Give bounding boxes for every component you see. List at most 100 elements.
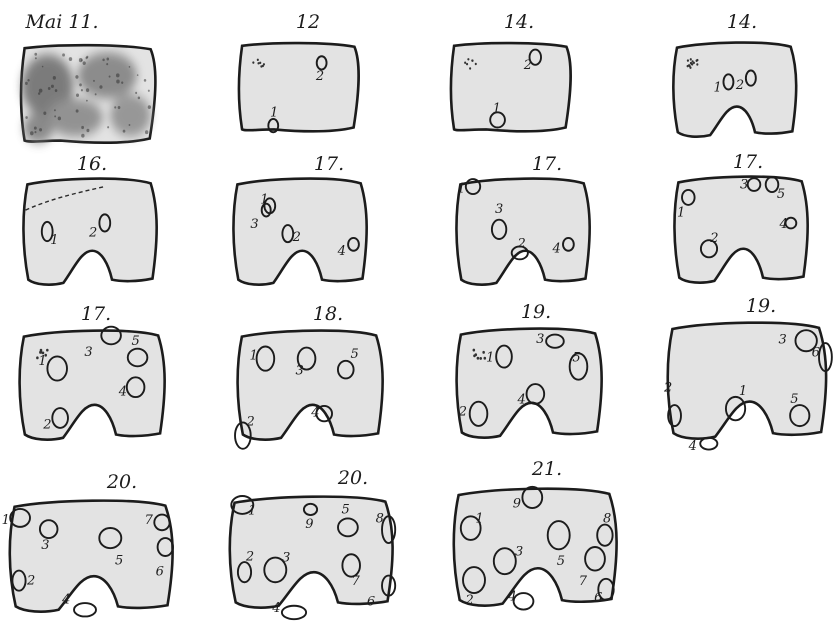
spot-label: 2 <box>663 381 672 396</box>
spot-label: 1 <box>270 105 278 120</box>
spot-label: 3 <box>740 178 748 193</box>
spot-label: 2 <box>523 58 532 73</box>
dot-mark <box>252 61 254 63</box>
spot-4 <box>74 603 96 616</box>
spot-label: 3 <box>41 538 49 553</box>
spot-label: 2 <box>464 593 473 608</box>
spot-label: 7 <box>351 574 360 589</box>
dot-mark <box>473 354 476 357</box>
spot-label: 2 <box>245 549 254 564</box>
spot-label: 1 <box>739 384 747 399</box>
panel-title: 14. <box>504 11 534 33</box>
panel-title: 20. <box>337 467 368 489</box>
panel-title: 20. <box>106 471 137 493</box>
spot-label: 1 <box>2 513 10 528</box>
spot-label: 5 <box>790 392 798 407</box>
panel-title: 17. <box>81 303 111 325</box>
spot-4 <box>700 438 717 450</box>
panel-title: 19. <box>746 295 776 317</box>
panel-9: 17.13542 <box>20 303 165 440</box>
dot-mark <box>687 65 689 67</box>
spot-label: 5 <box>115 553 123 568</box>
panel-title: 21. <box>531 458 562 480</box>
dot-mark <box>467 58 469 60</box>
dot-mark <box>696 63 698 65</box>
spot-label: 4 <box>271 601 280 616</box>
panel-title: 18. <box>313 303 343 325</box>
dot-mark <box>257 59 259 61</box>
spot-label: 3 <box>296 364 304 379</box>
panel-12: 19.362154 <box>663 295 832 454</box>
dot-mark <box>466 63 468 65</box>
spot-label: 5 <box>557 554 565 569</box>
panel-title: 17. <box>733 151 763 173</box>
spot-label: 4 <box>507 590 516 605</box>
spot-label: 1 <box>249 348 257 363</box>
spot-label: 6 <box>156 565 164 580</box>
spot-label: 2 <box>26 574 35 589</box>
panel-1: Mai 11. <box>21 11 155 143</box>
panel-title: 14. <box>727 11 757 33</box>
spot-label: 1 <box>50 233 58 248</box>
spot-label: 1 <box>714 81 722 96</box>
leaf-outline <box>238 331 383 440</box>
leaf-outline <box>451 43 571 131</box>
spot-label: 5 <box>131 334 139 349</box>
dot-mark <box>696 59 698 61</box>
spot-label: 3 <box>250 217 258 232</box>
leaf-outline <box>668 323 826 439</box>
dot-mark <box>482 351 485 354</box>
spot-label: 3 <box>536 332 544 347</box>
spot-label: 2 <box>735 78 744 93</box>
leaf-outline <box>239 43 359 131</box>
spot-label: 9 <box>305 517 313 532</box>
spot-label: 4 <box>337 244 346 259</box>
panel-6: 17. 13 2 4 <box>233 153 366 285</box>
spot-label: 1 <box>677 205 685 220</box>
spot-label: 4 <box>779 217 788 232</box>
spot-label: 1 <box>38 354 46 369</box>
spot-label: 3 <box>495 202 503 217</box>
panel-title: 16. <box>77 153 107 175</box>
dot-mark <box>477 357 480 360</box>
spot-label: 6 <box>367 594 375 609</box>
panel-5: 16.12 <box>23 153 156 285</box>
spot-label: 1 <box>493 102 501 117</box>
panel-title: 17. <box>314 153 344 175</box>
spot-label: 2 <box>246 414 255 429</box>
dot-mark <box>262 65 264 67</box>
spot-label: 2 <box>709 231 718 246</box>
spot-label: 3 <box>515 545 523 560</box>
spot-label: 4 <box>61 593 70 608</box>
spot-label: 9 <box>513 496 521 511</box>
dot-mark <box>46 349 49 352</box>
spot-label: 6 <box>594 591 602 606</box>
spot-label: 3 <box>282 551 290 566</box>
spot-label: 7 <box>579 574 588 589</box>
dot-mark <box>691 60 693 62</box>
spot-label: 2 <box>88 226 97 241</box>
spot-label: 5 <box>342 502 350 517</box>
spot-label: 1 <box>260 192 268 207</box>
spot-label: 2 <box>42 418 51 433</box>
dot-mark <box>475 63 477 65</box>
spot-label: 5 <box>572 351 580 366</box>
spot-label: 2 <box>458 405 467 420</box>
dot-mark <box>471 59 473 61</box>
spot-label: 5 <box>350 347 358 362</box>
panel-10: 18.13542 <box>235 303 383 449</box>
dot-mark <box>687 59 689 61</box>
spot-label: 4 <box>118 385 127 400</box>
spot-label: 4 <box>516 393 525 408</box>
dot-mark <box>464 62 466 64</box>
spot-label: 3 <box>778 333 786 348</box>
dot-mark <box>690 58 692 60</box>
spot-label: 2 <box>292 230 301 245</box>
panel-title: 19. <box>521 301 551 323</box>
